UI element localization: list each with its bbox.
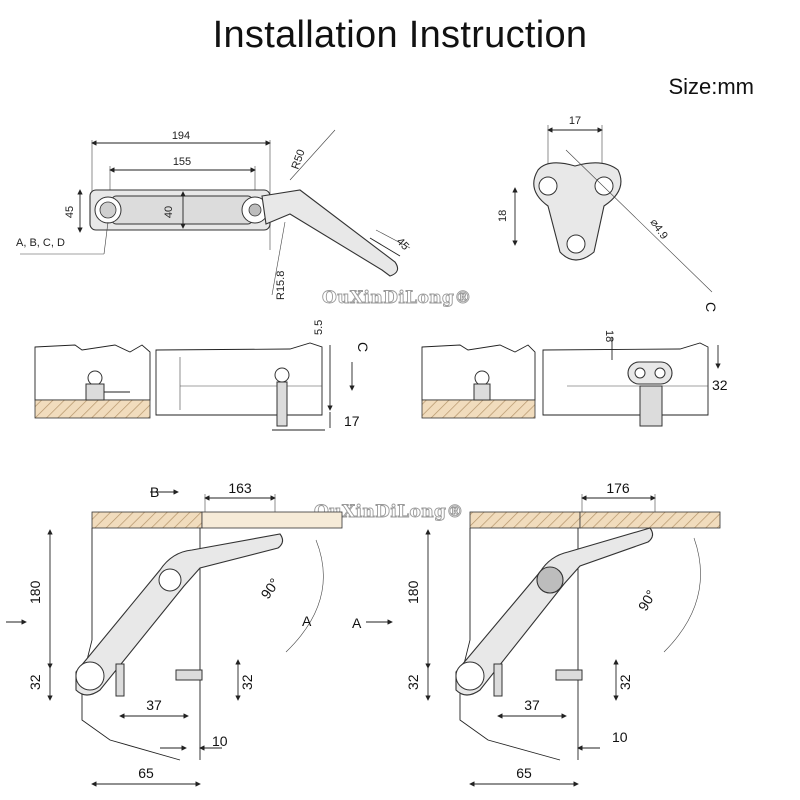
watermark-top: OuXinDiLong® bbox=[322, 288, 472, 308]
arrow-c-right: C bbox=[703, 302, 719, 312]
dim-hole-label: ⌀4.9 bbox=[648, 217, 670, 242]
angle-left: 90° bbox=[257, 575, 282, 602]
dim-bar-label: 40 bbox=[163, 206, 175, 218]
dim-32-bracket-left: 32 bbox=[239, 674, 255, 690]
dim-height-label: 45 bbox=[64, 206, 76, 218]
dim-r158-label: R15.8 bbox=[275, 271, 287, 300]
page-title: Installation Instruction bbox=[212, 14, 588, 56]
dim-163: 163 bbox=[228, 480, 252, 496]
unit-note: Size:mm bbox=[668, 74, 754, 99]
dim-angle-label: 45 bbox=[394, 236, 411, 253]
dim-32-bracket-right: 32 bbox=[617, 674, 633, 690]
install-view-right: 176 90° A 180 32 32 37 10 65 bbox=[352, 480, 721, 787]
side-section-left: 5.5 17 C bbox=[34, 320, 371, 431]
dim-37-right: 37 bbox=[524, 697, 540, 713]
dim-65-left: 65 bbox=[138, 765, 154, 781]
dim-plate-height: 18 bbox=[497, 210, 509, 222]
arrow-c-left: C bbox=[355, 342, 371, 352]
dim-10-left: 10 bbox=[212, 733, 228, 749]
bracket-plate-view: 17 18 ⌀4.9 bbox=[497, 115, 713, 293]
dim-r50-label: R50 bbox=[290, 148, 308, 171]
mount-points-label: A, B, C, D bbox=[16, 237, 65, 249]
angle-right: 90° bbox=[635, 587, 659, 613]
dim-side-right-top: 18 bbox=[603, 330, 615, 342]
label-b: B bbox=[150, 484, 159, 500]
label-a-left: A bbox=[302, 613, 312, 629]
dim-180-left: 180 bbox=[27, 580, 43, 604]
dim-180-right: 180 bbox=[405, 580, 421, 604]
hinge-top-view: 194 155 45 40 45 R50 R15.8 A, B, C, D bbox=[16, 129, 411, 300]
install-view-left: B 163 90° A 180 32 32 37 10 65 bbox=[6, 480, 343, 787]
dim-overall-label: 194 bbox=[172, 130, 190, 142]
dim-65-right: 65 bbox=[516, 765, 532, 781]
dim-side-bottom: 17 bbox=[344, 413, 360, 429]
dim-inner-label: 155 bbox=[173, 156, 191, 168]
dim-176: 176 bbox=[606, 480, 630, 496]
dim-side-right-32: 32 bbox=[712, 377, 728, 393]
dim-side-top: 5.5 bbox=[313, 320, 325, 335]
dim-32-low-left: 32 bbox=[27, 674, 43, 690]
dim-37-left: 37 bbox=[146, 697, 162, 713]
dim-10-right: 10 bbox=[612, 729, 628, 745]
watermark-middle: OuXinDiLong® bbox=[314, 502, 464, 522]
label-a-right: A bbox=[352, 615, 362, 631]
dim-32-low-right: 32 bbox=[405, 674, 421, 690]
dim-plate-width: 17 bbox=[569, 115, 581, 127]
side-section-right: 18 C 32 bbox=[421, 302, 728, 427]
